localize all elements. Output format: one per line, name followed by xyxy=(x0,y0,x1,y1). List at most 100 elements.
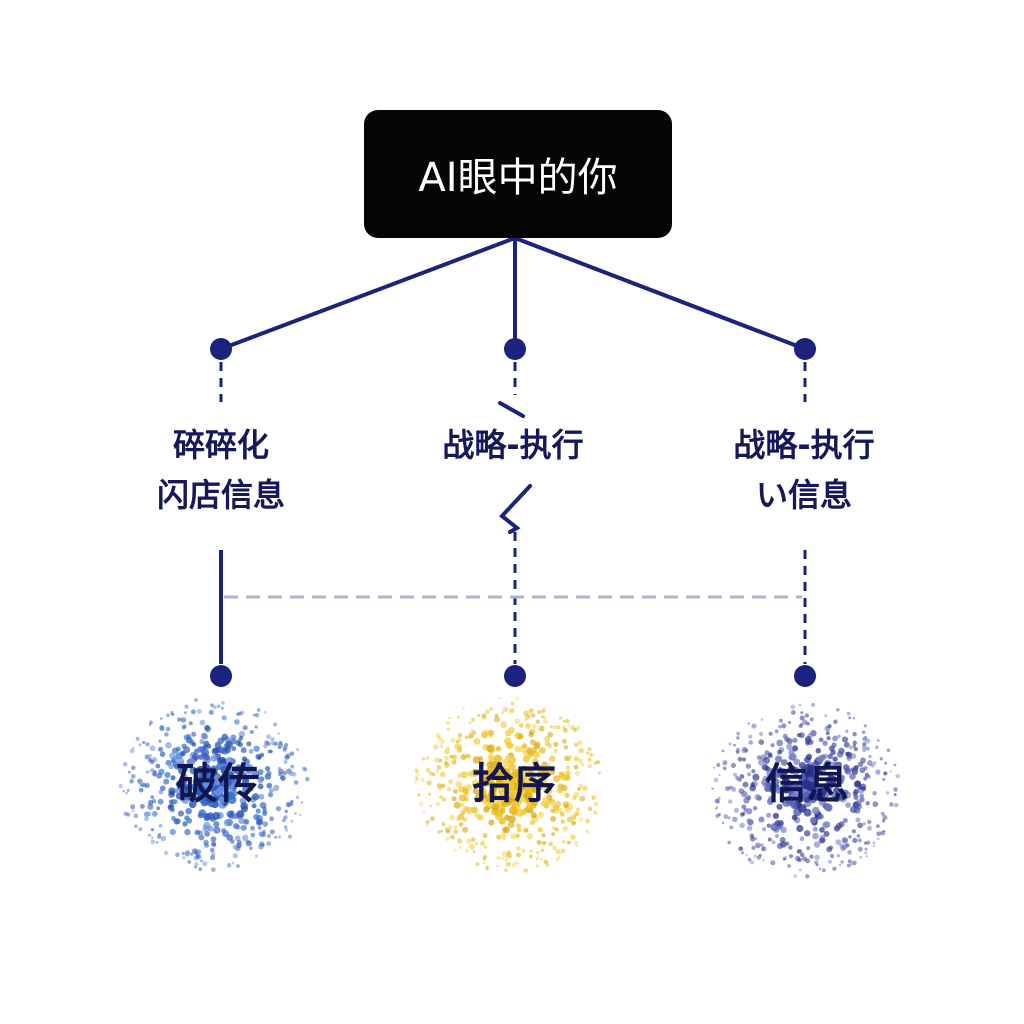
particle-dot xyxy=(809,717,814,722)
particle-dot xyxy=(818,737,824,743)
particle-dot xyxy=(849,861,854,866)
particle-dot xyxy=(208,709,214,715)
particle-dot xyxy=(526,778,534,786)
particle-dot xyxy=(824,714,828,717)
particle-dot xyxy=(820,765,827,772)
particle-dot xyxy=(889,770,892,773)
particle-dot xyxy=(766,769,774,778)
particle-dot xyxy=(209,847,215,853)
particle-dot xyxy=(266,782,273,789)
particle-dot xyxy=(776,803,783,810)
particle-dot xyxy=(813,841,821,848)
node-center-upper xyxy=(504,338,526,360)
particle-dot xyxy=(848,716,852,720)
particle-dot xyxy=(165,759,172,766)
particle-dot xyxy=(482,855,488,860)
particle-dot xyxy=(735,747,741,753)
particle-dot xyxy=(168,804,173,809)
particle-dot xyxy=(741,757,747,762)
particle-dot xyxy=(880,811,885,816)
particle-dot xyxy=(446,720,451,726)
particle-dot xyxy=(540,848,545,853)
particle-dot xyxy=(198,834,205,841)
particle-dot xyxy=(790,704,796,710)
particle-dot xyxy=(435,733,441,739)
particle-dot xyxy=(460,810,466,816)
particle-dot xyxy=(126,788,130,792)
particle-dot xyxy=(770,860,776,866)
particle-dot xyxy=(556,857,560,861)
particle-dot xyxy=(447,824,453,830)
particle-dot xyxy=(257,709,260,712)
particle-dot xyxy=(847,859,852,864)
particle-dot xyxy=(150,795,155,799)
particle-dot xyxy=(797,857,802,863)
particle-dot xyxy=(815,747,822,754)
particle-dot xyxy=(547,731,554,738)
particle-dot xyxy=(213,821,220,828)
particle-dot xyxy=(158,823,163,828)
particle-dot xyxy=(725,786,731,792)
particle-dot xyxy=(713,777,719,783)
particle-dot xyxy=(147,803,154,810)
particle-dot xyxy=(572,795,577,801)
particle-dot xyxy=(495,774,504,783)
branch-label-left: 碎碎化 闪店信息 xyxy=(111,420,331,520)
particle-dot xyxy=(547,743,553,749)
particle-dot xyxy=(488,753,495,760)
particle-dot xyxy=(810,730,817,737)
particle-dot xyxy=(475,862,480,867)
particle-dot xyxy=(574,811,580,817)
particle-dot xyxy=(816,769,823,776)
particle-dot xyxy=(465,753,471,759)
particle-dot xyxy=(536,839,542,846)
particle-dot xyxy=(850,767,855,772)
particle-dot xyxy=(283,815,288,820)
particle-dot xyxy=(866,760,873,766)
particle-dot xyxy=(876,739,880,743)
particle-dot xyxy=(180,717,187,723)
particle-dot xyxy=(253,745,260,752)
particle-dot xyxy=(792,780,803,791)
particle-dot xyxy=(478,786,487,795)
particle-dot xyxy=(796,849,802,854)
particle-dot xyxy=(129,748,135,754)
particle-dot xyxy=(202,861,208,867)
particle-dot xyxy=(859,855,863,859)
particle-dot xyxy=(242,786,249,794)
particle-dot xyxy=(433,744,439,750)
particle-dot xyxy=(540,857,543,861)
particle-dot xyxy=(198,867,203,872)
particle-dot xyxy=(177,717,182,722)
particle-dot xyxy=(857,838,863,843)
particle-dot xyxy=(474,812,480,818)
particle-dot xyxy=(191,709,197,715)
particle-dot xyxy=(429,816,435,822)
particle-dot xyxy=(548,841,553,847)
particle-dot xyxy=(746,808,753,815)
particle-dot xyxy=(790,801,798,809)
particle-dot xyxy=(736,731,741,736)
particle-dot xyxy=(762,756,770,764)
particle-dot xyxy=(587,764,592,769)
particle-dot xyxy=(268,788,274,794)
particle-dot xyxy=(862,730,866,734)
particle-dot xyxy=(728,742,732,746)
particle-dot xyxy=(522,743,528,749)
particle-dot xyxy=(800,766,808,773)
particle-dot xyxy=(445,746,450,751)
particle-dot xyxy=(564,803,569,809)
particle-dot xyxy=(762,827,767,832)
particle-dot xyxy=(426,756,430,760)
particle-dot xyxy=(299,813,302,816)
particle-dot xyxy=(469,844,475,850)
particle-dot xyxy=(863,776,868,781)
particle-dot xyxy=(450,737,456,743)
particle-dot xyxy=(503,826,510,834)
particle-dot xyxy=(722,760,728,766)
particle-dot xyxy=(545,787,553,795)
particle-dot xyxy=(163,778,170,785)
particle-dot xyxy=(543,715,547,720)
particle-dot xyxy=(883,771,888,776)
particle-dot xyxy=(428,771,434,776)
